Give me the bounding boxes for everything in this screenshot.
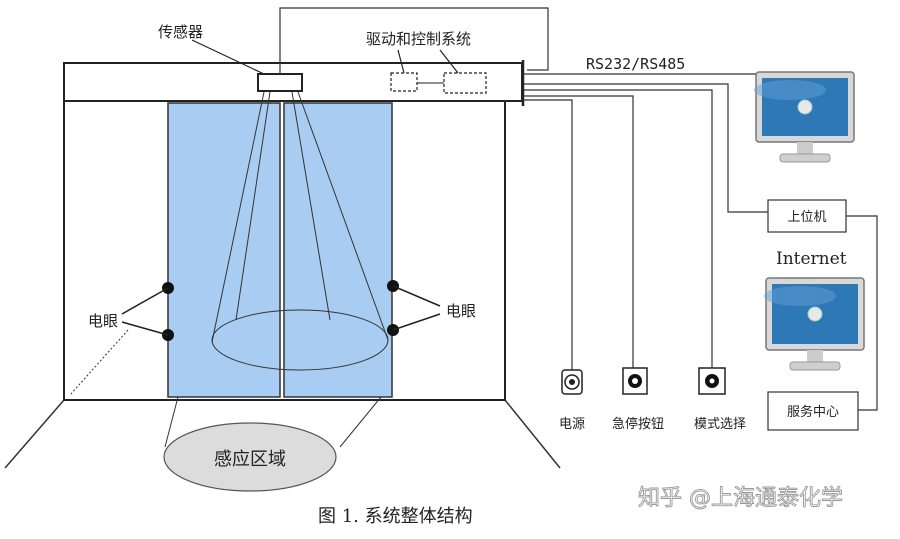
comm-label: RS232/RS485: [586, 55, 685, 73]
internet-label: Internet: [776, 249, 847, 269]
door-panel-left: [167, 102, 281, 398]
eye-right-group: [387, 280, 441, 336]
power-button: [561, 369, 583, 395]
mode-label: 模式选择: [694, 417, 746, 432]
eye-left-label: 电眼: [88, 312, 118, 330]
monitor-top: [754, 71, 855, 163]
drive-control-label: 驱动和控制系统: [366, 30, 471, 48]
sensor-box: [257, 73, 303, 92]
sensing-beams: [164, 91, 389, 448]
service-center-box: [767, 391, 859, 431]
eye-left-group: [69, 282, 174, 396]
mode-select-button: [698, 367, 726, 395]
emergency-label: 急停按钮: [612, 416, 664, 432]
sensor-leader: [191, 39, 265, 75]
internet-wire: [846, 215, 878, 411]
sensor-label: 传感器: [158, 23, 203, 41]
monitor-bottom: [764, 277, 865, 371]
power-label: 电源: [559, 417, 585, 432]
sensing-area: [163, 422, 337, 492]
door-panel-right: [283, 102, 393, 398]
drive-leader-1: [397, 49, 405, 74]
drive-box-2: [443, 72, 487, 94]
sensing-ellipse-inner: [211, 309, 389, 371]
host-label: 上位机: [787, 210, 826, 225]
emergency-stop-button: [622, 367, 648, 395]
service-center-label: 服务中心: [787, 404, 839, 420]
sensing-area-label: 感应区域: [214, 449, 286, 470]
eye-right-label: 电眼: [446, 302, 476, 320]
sensor-wire: [279, 7, 549, 74]
floor-line-left: [4, 399, 65, 469]
drive-leader-2: [439, 49, 459, 74]
watermark: 知乎 @上海通泰化学: [638, 486, 843, 511]
figure-caption: 图 1. 系统整体结构: [318, 506, 473, 527]
control-wires: [523, 83, 768, 372]
floor-line-right: [504, 399, 561, 469]
